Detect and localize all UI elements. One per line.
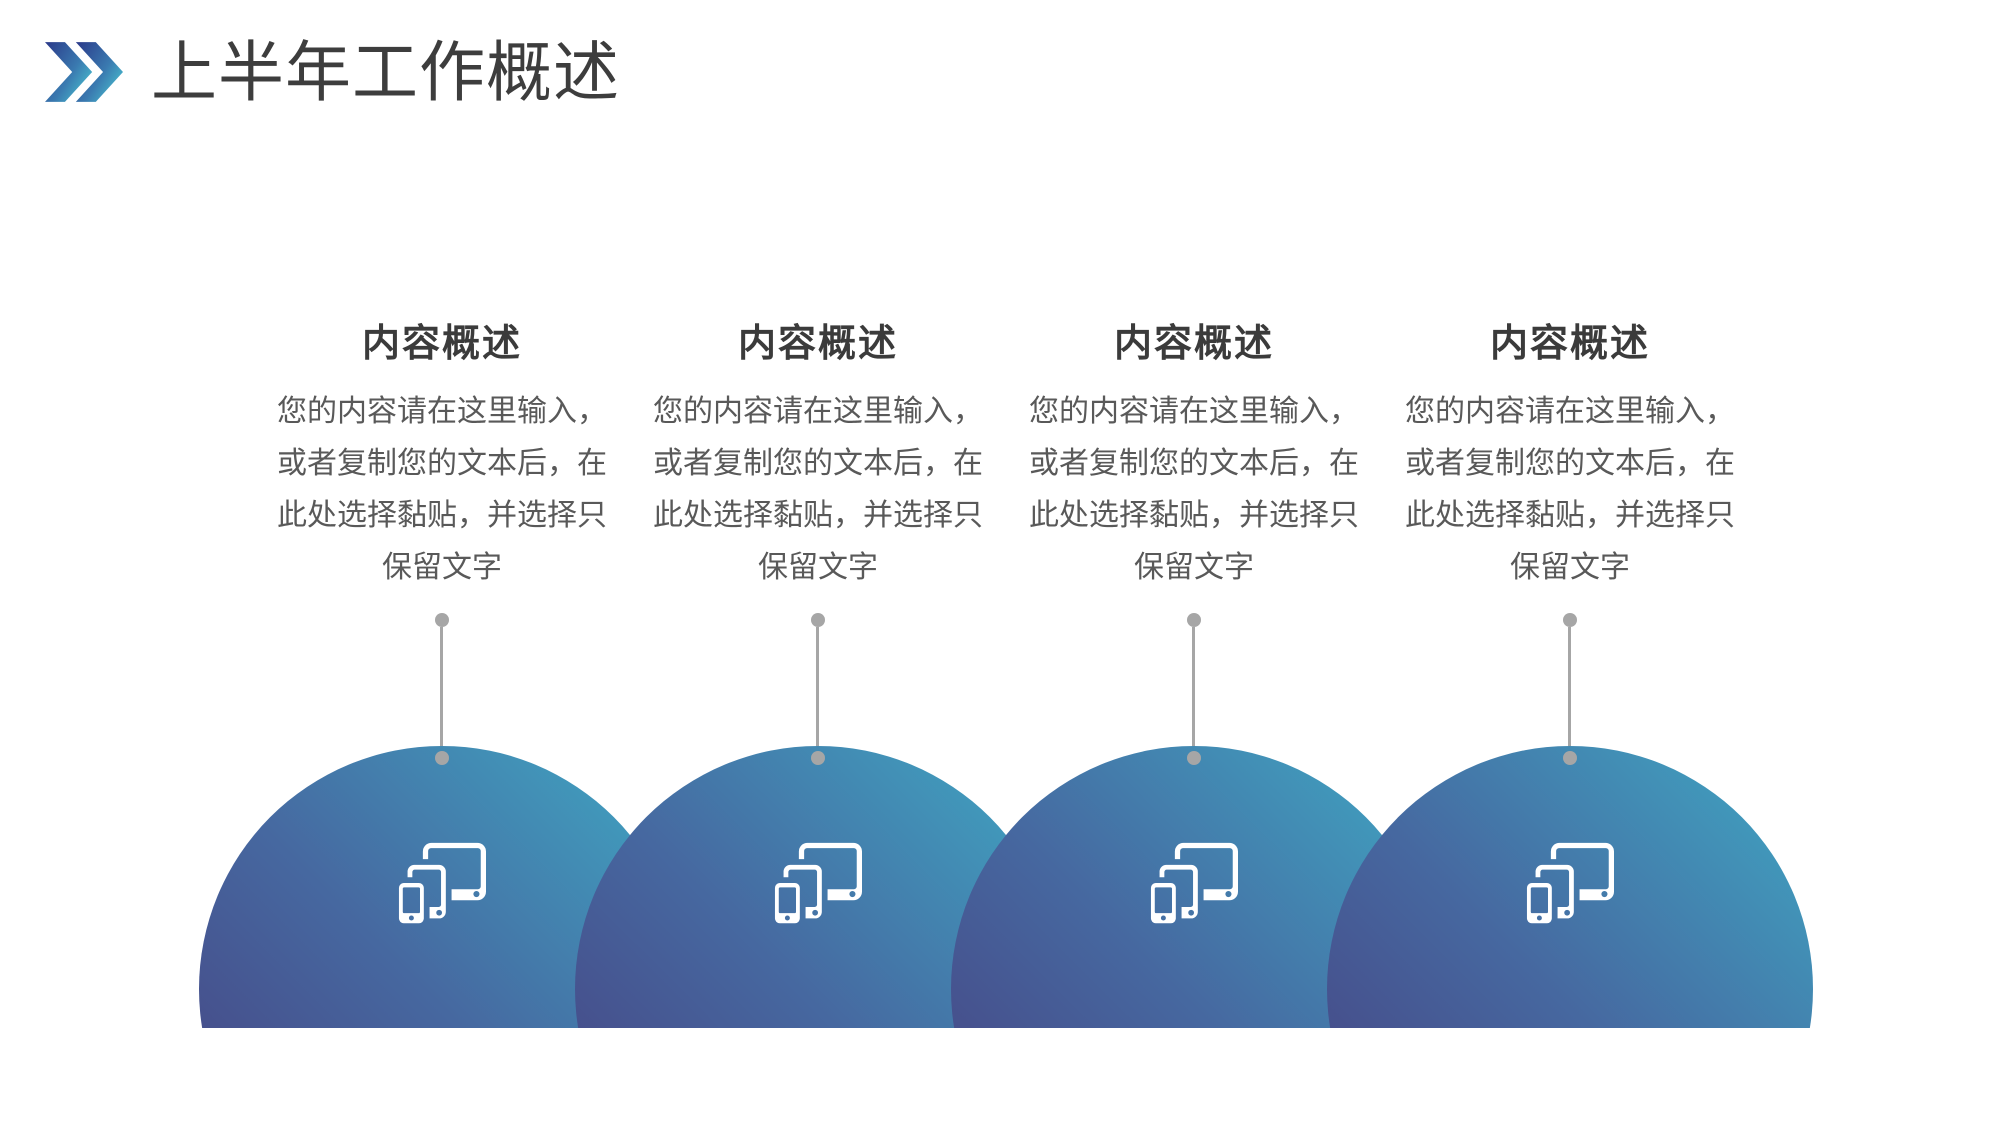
connector-top-dot — [1187, 613, 1201, 627]
columns-area: 内容概述 您的内容请在这里输入，或者复制您的文本后，在此处选择黏贴，并选择只保留… — [0, 320, 2000, 1028]
column-heading: 内容概述 — [737, 323, 898, 365]
content-column-2: 内容概述 您的内容请在这里输入，或者复制您的文本后，在此处选择黏贴，并选择只保留… — [575, 320, 1061, 1028]
content-column-1: 内容概述 您的内容请在这里输入，或者复制您的文本后，在此处选择黏贴，并选择只保留… — [199, 320, 685, 1028]
column-body-text: 您的内容请在这里输入，或者复制您的文本后，在此处选择黏贴，并选择只保留文字 — [653, 395, 983, 584]
connector-bottom-dot — [811, 751, 825, 765]
connector-line — [1192, 627, 1195, 755]
connector-line — [440, 627, 443, 755]
slide-header: 上半年工作概述 — [45, 36, 620, 108]
connector-top-dot — [1563, 613, 1577, 627]
column-body-text: 您的内容请在这里输入，或者复制您的文本后，在此处选择黏贴，并选择只保留文字 — [1029, 395, 1359, 584]
responsive-devices-icon — [770, 840, 866, 928]
responsive-devices-icon — [1522, 840, 1618, 928]
connector-bottom-dot — [435, 751, 449, 765]
double-chevron-icon — [45, 42, 123, 102]
column-body-text: 您的内容请在这里输入，或者复制您的文本后，在此处选择黏贴，并选择只保留文字 — [1405, 395, 1735, 584]
connector-bottom-dot — [1187, 751, 1201, 765]
column-heading: 内容概述 — [361, 323, 522, 365]
connector-bottom-dot — [1563, 751, 1577, 765]
content-column-4: 内容概述 您的内容请在这里输入，或者复制您的文本后，在此处选择黏贴，并选择只保留… — [1327, 320, 1813, 1028]
column-heading: 内容概述 — [1113, 323, 1274, 365]
connector-line — [1568, 627, 1571, 755]
column-heading: 内容概述 — [1489, 323, 1650, 365]
connector-top-dot — [435, 613, 449, 627]
connector-line — [816, 627, 819, 755]
column-body-text: 您的内容请在这里输入，或者复制您的文本后，在此处选择黏贴，并选择只保留文字 — [277, 395, 607, 584]
responsive-devices-icon — [1146, 840, 1242, 928]
connector-top-dot — [811, 613, 825, 627]
content-column-3: 内容概述 您的内容请在这里输入，或者复制您的文本后，在此处选择黏贴，并选择只保留… — [951, 320, 1437, 1028]
slide-title: 上半年工作概述 — [151, 35, 620, 109]
responsive-devices-icon — [394, 840, 490, 928]
